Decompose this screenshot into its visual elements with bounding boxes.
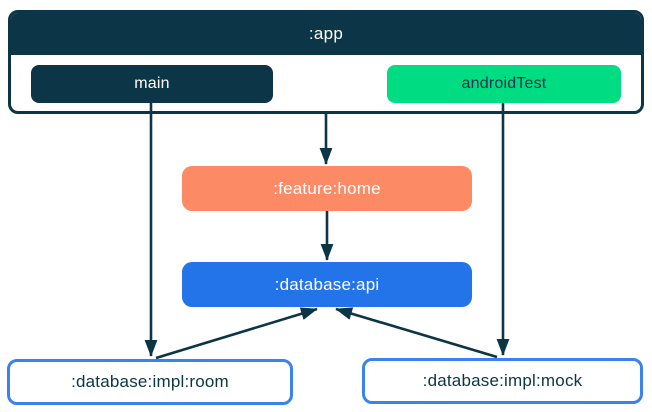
edge-database-impl-room-to-database-api — [155, 307, 318, 360]
module-database-impl-room: :database:impl:room — [7, 359, 293, 405]
module-database-impl-mock: :database:impl:mock — [362, 358, 643, 404]
edge-database-impl-mock-to-database-api — [335, 307, 498, 359]
module-feature-home: :feature:home — [182, 166, 472, 211]
module-database-api: :database:api — [182, 262, 472, 307]
app-module-header: :app — [11, 13, 641, 55]
source-set-main: main — [31, 65, 273, 103]
source-set-androidtest: androidTest — [387, 65, 621, 103]
